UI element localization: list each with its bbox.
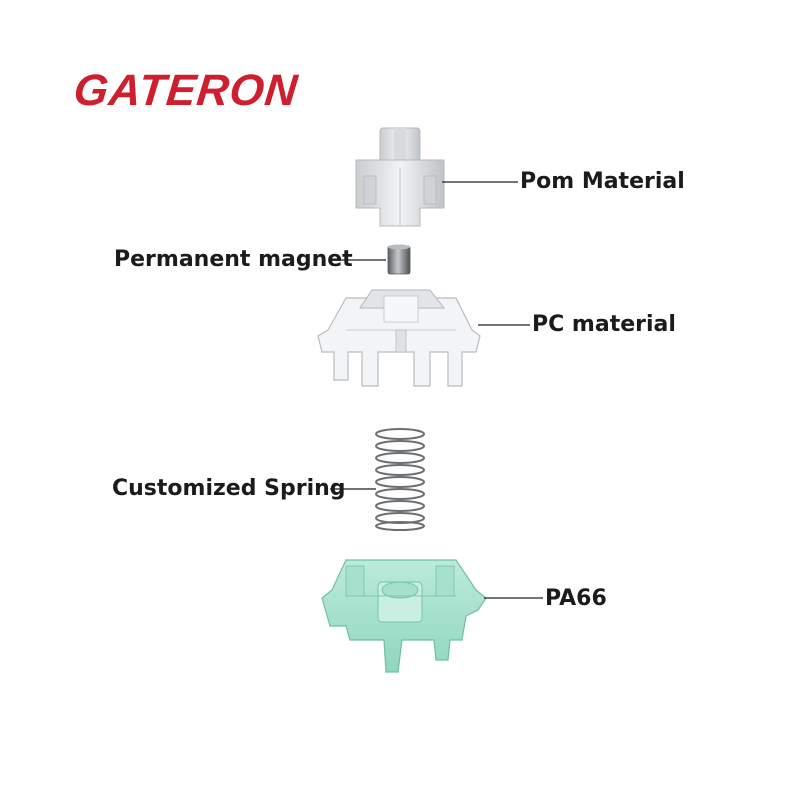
label-customized-spring: Customized Spring <box>112 478 346 500</box>
stem-part <box>356 128 444 226</box>
label-pc-material: PC material <box>532 314 676 336</box>
bottom-housing-part <box>322 560 486 672</box>
leader-lines <box>330 182 543 598</box>
magnet-part <box>388 245 410 275</box>
label-pom-material: Pom Material <box>520 171 685 193</box>
label-permanent-magnet: Permanent magnet <box>114 249 353 271</box>
top-housing-part <box>318 290 480 386</box>
label-pa66: PA66 <box>545 588 607 610</box>
spring-part <box>376 429 424 530</box>
